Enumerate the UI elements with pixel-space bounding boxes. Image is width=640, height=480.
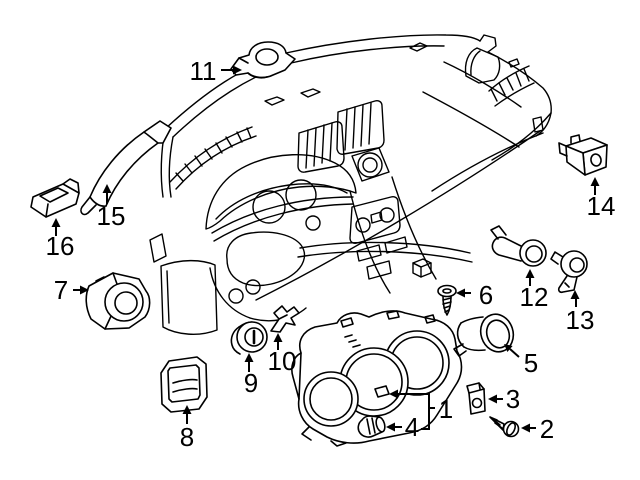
part-15-bracket[interactable]	[80, 120, 172, 216]
part-12-socket[interactable]	[490, 225, 547, 267]
part-1-instrument-cluster[interactable]	[291, 310, 463, 447]
callout-14[interactable]: 14	[586, 191, 616, 221]
part-11-sensor-cover[interactable]	[230, 41, 296, 79]
part-13-sensor[interactable]	[550, 250, 588, 294]
callout-4[interactable]: 4	[404, 412, 420, 442]
dashboard-sketch	[149, 34, 552, 335]
part-14-connector[interactable]	[558, 134, 608, 176]
callout-6[interactable]: 6	[478, 280, 494, 310]
callout-3[interactable]: 3	[505, 384, 521, 414]
callout-11[interactable]: 11	[189, 56, 217, 86]
callout-5[interactable]: 5	[523, 348, 539, 378]
part-3-clip[interactable]	[466, 382, 486, 415]
callout-9[interactable]: 9	[243, 368, 259, 398]
callout-1[interactable]: 1	[438, 394, 454, 424]
leader-lines	[51, 65, 600, 433]
part-4-bulb[interactable]	[357, 415, 386, 438]
callout-12[interactable]: 12	[519, 282, 549, 312]
callout-15[interactable]: 15	[96, 201, 126, 231]
part-2-screw[interactable]	[489, 416, 520, 438]
callout-13[interactable]: 13	[565, 305, 595, 335]
part-7-switch-housing[interactable]	[85, 272, 151, 330]
callout-8[interactable]: 8	[179, 422, 195, 452]
part-8-vent[interactable]	[160, 356, 208, 413]
callout-16[interactable]: 16	[45, 231, 75, 261]
callout-10[interactable]: 10	[267, 346, 297, 376]
part-5-gauge-pod[interactable]	[453, 310, 518, 357]
callout-2[interactable]: 2	[539, 414, 555, 444]
callout-7[interactable]: 7	[53, 275, 69, 305]
part-10-clip[interactable]	[270, 305, 300, 333]
part-16-sensor[interactable]	[30, 178, 80, 218]
part-9-knob[interactable]	[230, 321, 268, 355]
part-6-screw[interactable]	[437, 284, 457, 316]
